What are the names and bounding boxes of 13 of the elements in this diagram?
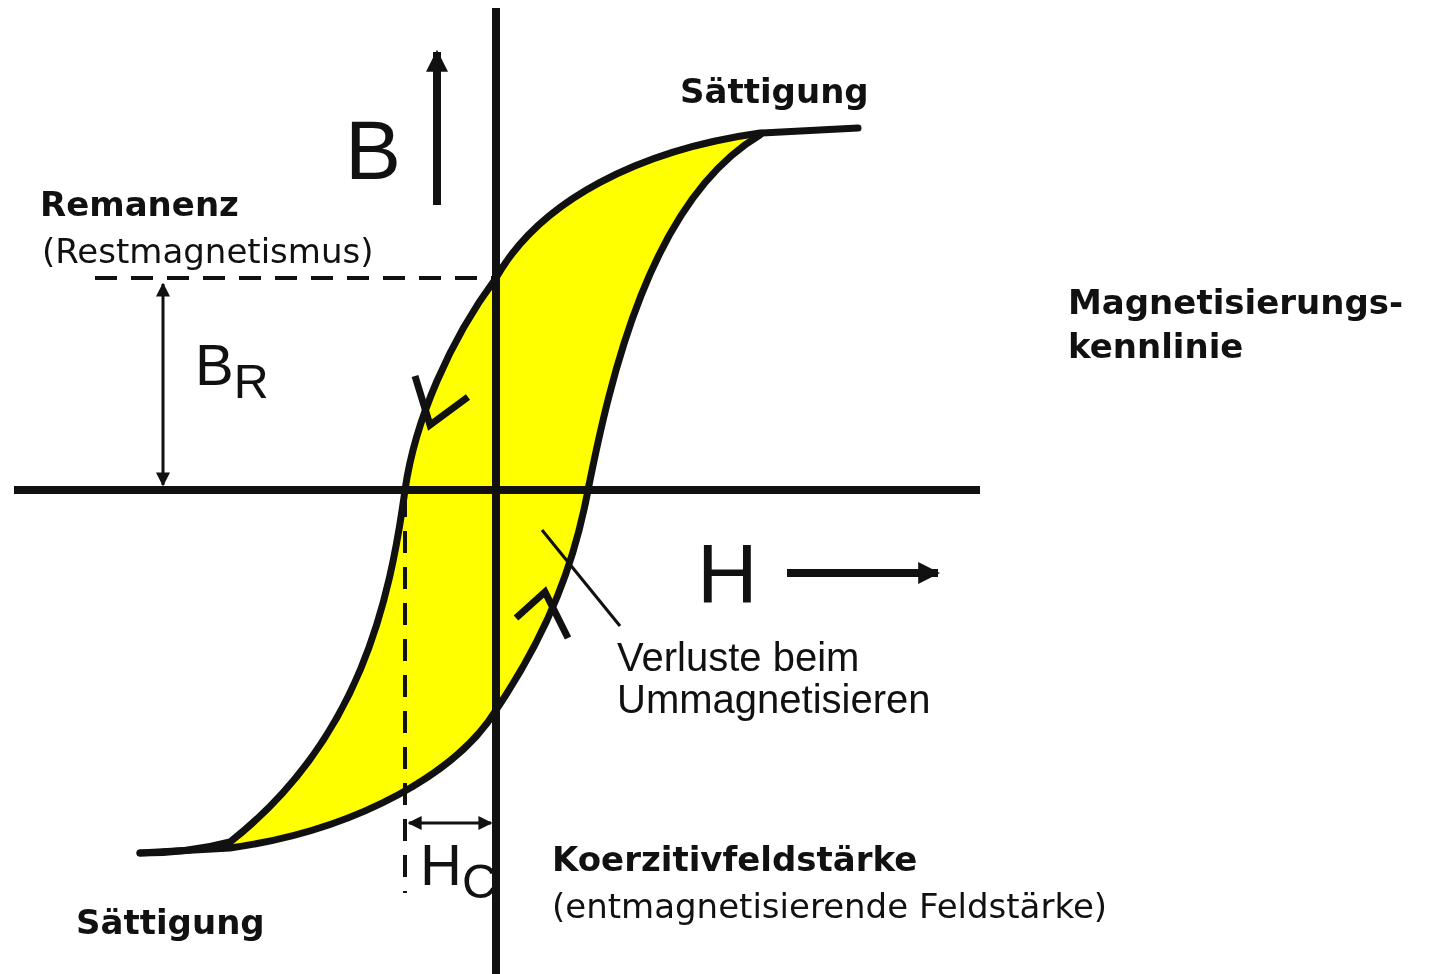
remanence-note: (Restmagnetismus): [42, 232, 374, 272]
coercivity-label: Koerzitivfeldstärke: [552, 840, 918, 880]
coercivity-note: (entmagnetisierende Feldstärke): [552, 887, 1108, 927]
remanence-label: Remanenz: [40, 185, 239, 225]
saturation-label: Sättigung: [76, 903, 265, 943]
axis-label: B: [345, 108, 402, 192]
axis-label: H: [697, 532, 758, 616]
leader-line: [540, 529, 622, 627]
dimension-label: H$_{C}$: [420, 836, 497, 905]
saturation-label: Sättigung: [680, 72, 869, 112]
dimension-label: B$_{R}$: [195, 336, 269, 405]
callout-text: Verluste beim Ummagnetisieren: [617, 636, 957, 720]
curve-label: Magnetisierungs-kennlinie: [1068, 281, 1405, 369]
